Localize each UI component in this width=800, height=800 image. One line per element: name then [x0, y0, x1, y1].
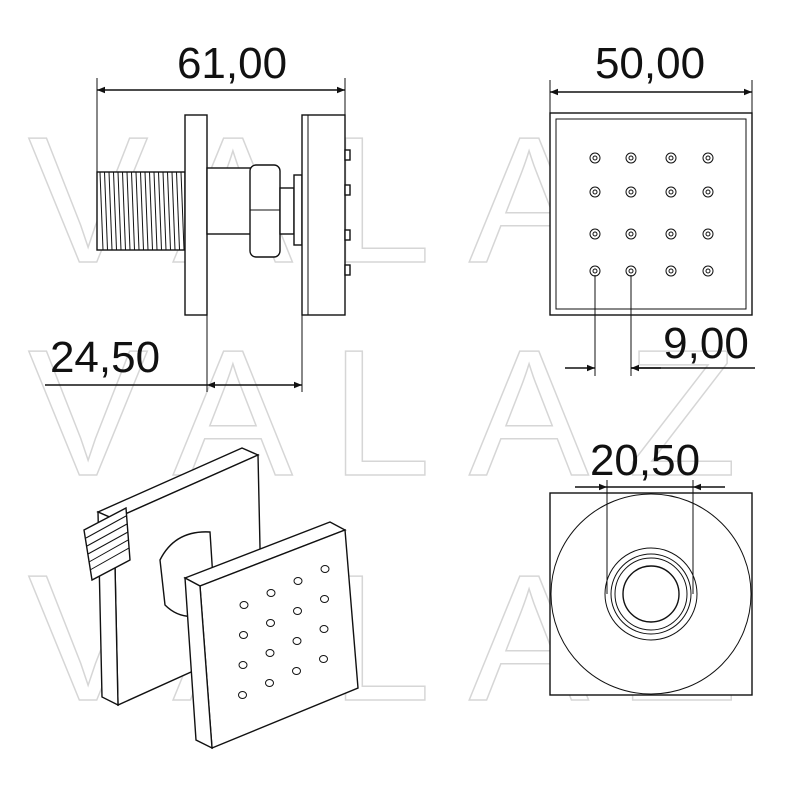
nozzle — [319, 625, 329, 633]
dimension-label: 50,00 — [595, 39, 705, 88]
thread-line — [99, 171, 104, 251]
thread-line — [126, 171, 131, 251]
nozzle — [293, 607, 302, 615]
nozzle — [665, 152, 677, 164]
nozzle-hole — [628, 231, 634, 237]
nozzle-hole — [668, 155, 674, 161]
thread-line — [180, 171, 185, 251]
thread-line — [117, 171, 122, 251]
isometric-view — [83, 447, 359, 750]
nozzle — [265, 679, 274, 687]
thread-line — [153, 171, 158, 251]
thread-line — [162, 171, 167, 251]
nozzle — [344, 149, 351, 161]
thread-line — [176, 171, 180, 251]
front-view — [549, 112, 753, 316]
thread-line — [149, 171, 153, 251]
dimension-nozzle-spacing: 9,00 — [565, 275, 755, 376]
nozzle — [266, 619, 275, 627]
nozzle — [266, 589, 276, 597]
back-view — [549, 492, 753, 696]
nozzle-hole — [668, 189, 674, 195]
nozzle — [344, 184, 351, 196]
nozzle-hole — [628, 189, 634, 195]
dimension-projection: 24,50 — [45, 315, 303, 392]
thread-line — [104, 171, 108, 251]
nozzle-hole — [592, 189, 598, 195]
thread-line — [122, 171, 126, 251]
nozzle — [625, 228, 637, 240]
nozzle — [344, 264, 351, 276]
nozzle — [292, 637, 302, 645]
nozzle — [344, 229, 351, 241]
thread-line — [167, 171, 171, 251]
nozzle-hole — [668, 231, 674, 237]
nozzle-hole — [592, 268, 598, 274]
dimension-label: 24,50 — [50, 333, 160, 382]
dimension-head-width: 50,00 — [549, 39, 753, 113]
thread-line — [171, 171, 176, 251]
thread-line — [158, 171, 162, 251]
nozzle — [702, 265, 714, 277]
nozzle — [293, 577, 303, 585]
nozzle-hole — [705, 268, 711, 274]
nozzle — [665, 265, 677, 277]
nozzle-hole — [628, 155, 634, 161]
nozzle — [589, 228, 601, 240]
nozzle — [265, 649, 275, 657]
nozzle-hole — [592, 155, 598, 161]
nozzle — [320, 595, 329, 603]
nozzle — [625, 152, 637, 164]
side-view — [96, 114, 351, 316]
nozzle — [702, 152, 714, 164]
nozzle-hole — [705, 189, 711, 195]
nozzle — [238, 661, 248, 669]
thread-line — [108, 171, 113, 251]
dimension-label: 20,50 — [590, 436, 700, 485]
thread-line — [144, 171, 149, 251]
thread-line — [140, 171, 144, 251]
thread-line — [135, 171, 140, 251]
dimension-outlet-diameter: 20,50 — [575, 436, 725, 594]
nozzle-hole — [628, 268, 634, 274]
nozzle — [665, 186, 677, 198]
nozzle — [702, 186, 714, 198]
nozzle — [319, 655, 328, 663]
nozzle-hole — [705, 155, 711, 161]
nozzle — [625, 186, 637, 198]
nozzle-hole — [668, 268, 674, 274]
dimension-label: 9,00 — [663, 319, 749, 368]
nozzle — [320, 565, 330, 573]
nozzle — [589, 186, 601, 198]
nozzle-hole — [592, 231, 598, 237]
thread-line — [113, 171, 117, 251]
thread-line — [131, 171, 135, 251]
dimension-overall-length: 61,00 — [96, 39, 346, 172]
svg-text:VALAZ: VALAZ — [28, 313, 775, 514]
nozzle — [292, 667, 301, 675]
nozzle — [702, 228, 714, 240]
dimension-label: 61,00 — [177, 39, 287, 88]
nozzle — [239, 601, 249, 609]
nozzle — [665, 228, 677, 240]
nozzle-hole — [705, 231, 711, 237]
nozzle — [589, 152, 601, 164]
nozzle — [238, 691, 247, 699]
nozzle — [239, 631, 248, 639]
